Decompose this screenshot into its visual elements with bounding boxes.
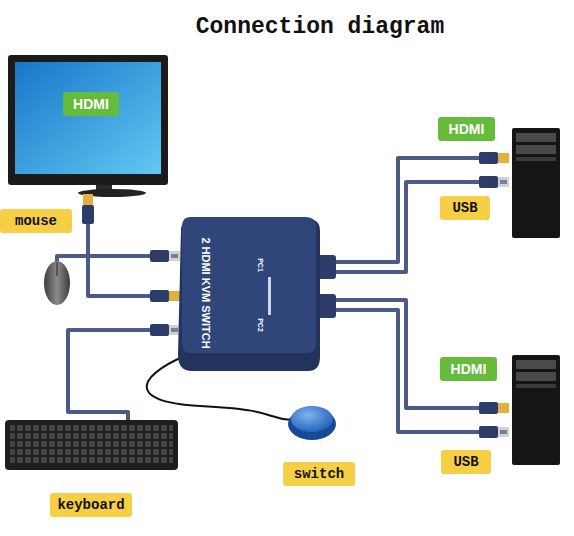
monitor [8, 55, 168, 197]
hdmi-tag: HDMI [440, 357, 497, 381]
tag-text: mouse [15, 213, 57, 229]
drive-bay [516, 360, 556, 369]
usb-tag: USB [440, 196, 490, 220]
mouse-split [57, 262, 58, 276]
tag-text: USB [453, 454, 478, 470]
tag-text: keyboard [57, 497, 124, 513]
computer-tower [512, 355, 560, 465]
kvm-body [178, 215, 320, 373]
port-label: PC1 [257, 258, 264, 272]
hdmi-plug [479, 402, 509, 414]
usb-plug [150, 324, 180, 336]
keyboard-device [5, 420, 178, 470]
monitor-frame [8, 55, 168, 185]
kvm-top [182, 217, 316, 353]
mouse-body [44, 261, 70, 305]
cable-boot [318, 255, 336, 279]
usb-plug [150, 250, 180, 262]
keyboard-cable [68, 330, 150, 422]
kvm-switch: 2 HDMI KVM SWITCH PC1PC2 [178, 215, 320, 373]
mouse-cable [57, 256, 150, 262]
switch-puck [288, 406, 336, 440]
computer-tower [512, 128, 560, 238]
usb-tag: USB [441, 450, 491, 474]
tower-case [512, 355, 560, 465]
keyboard-body [5, 420, 178, 470]
tag-text: HDMI [449, 121, 485, 137]
hdmi-plug [479, 152, 509, 164]
usb-plug [479, 176, 509, 188]
mouse-tag: mouse [0, 209, 72, 233]
tag-text: switch [294, 466, 344, 482]
diagram-title: Connection diagram [150, 14, 490, 40]
cable-boot [318, 294, 336, 318]
hdmi-plug [150, 290, 180, 302]
hdmi-cable [88, 205, 150, 296]
puck-top [291, 406, 333, 432]
hdmi-plug [82, 194, 94, 224]
tag-text: HDMI [73, 96, 109, 112]
drive-bay [516, 384, 556, 388]
tag-text: USB [452, 200, 477, 216]
tower-case [512, 128, 560, 238]
keyboard-tag: keyboard [50, 493, 132, 517]
drive-bay [516, 372, 556, 381]
drive-bay [516, 145, 556, 154]
pc2-hdmi-cable [330, 300, 483, 408]
tag-text: HDMI [451, 361, 487, 377]
mouse-device [44, 261, 70, 305]
monitor-screen [15, 62, 161, 174]
device-label: 2 HDMI KVM SWITCH [200, 237, 212, 348]
drive-bay [516, 133, 556, 142]
cables [57, 158, 483, 432]
drive-bay [516, 157, 556, 161]
hdmi-tag: HDMI [63, 92, 119, 116]
switch-tag: switch [283, 462, 355, 486]
port-label: PC2 [257, 318, 264, 332]
hdmi-tag: HDMI [438, 117, 495, 141]
keyboard-keys [10, 425, 173, 465]
kvm-led-slot [268, 277, 271, 315]
usb-plug [479, 426, 509, 438]
